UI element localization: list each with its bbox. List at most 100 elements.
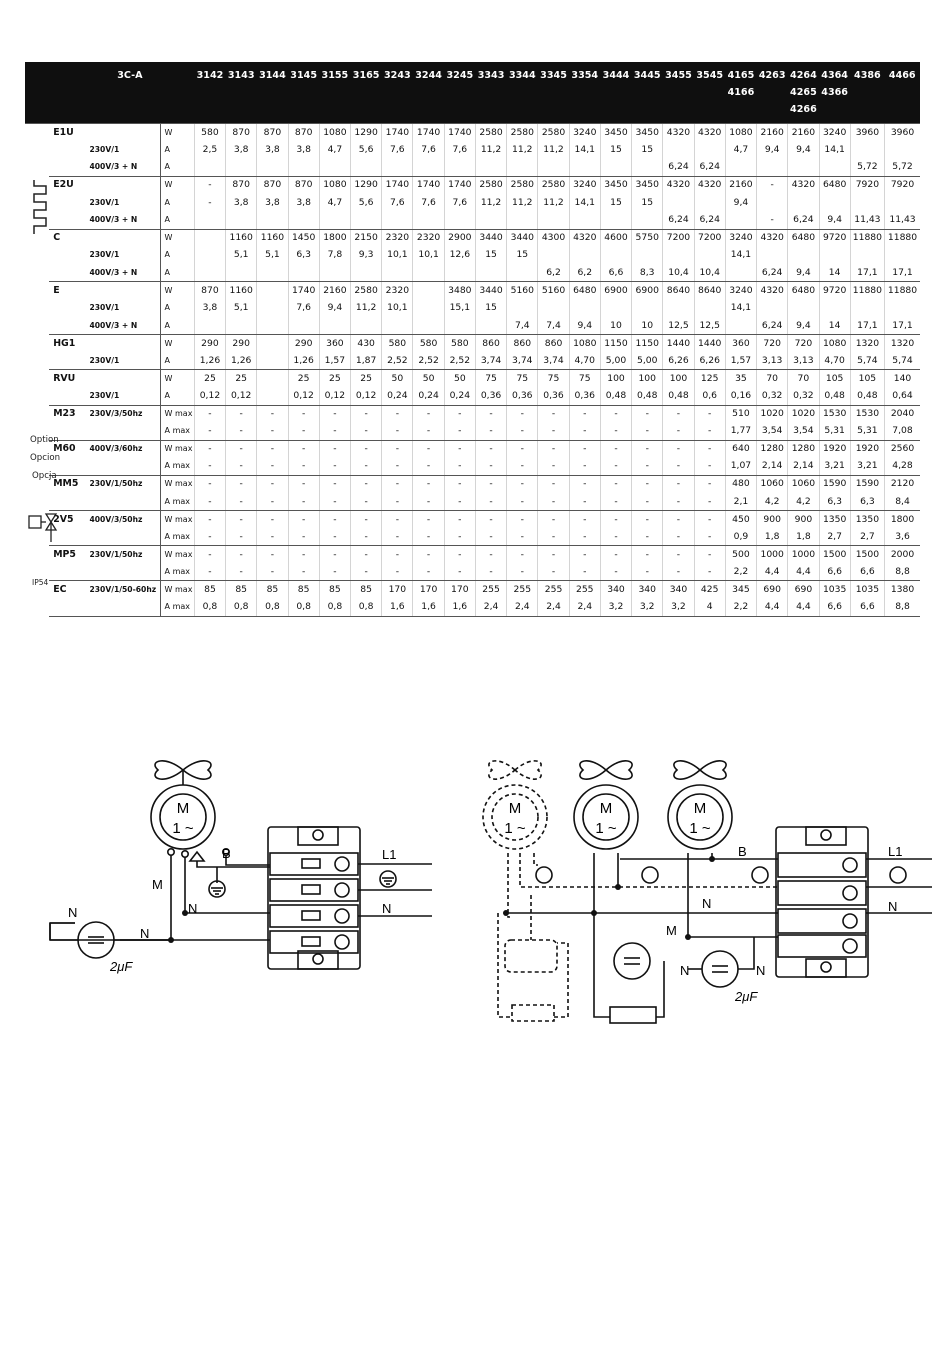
side-cell	[25, 370, 49, 388]
motor3-m-label: M	[694, 800, 707, 817]
right-capacitor-label: 2μF	[734, 989, 758, 1004]
table-cell: 9,4	[818, 211, 851, 230]
table-cell: 9,4	[724, 193, 757, 212]
table-cell: -	[193, 457, 226, 476]
table-cell: -	[412, 563, 445, 582]
table-cell: 4320	[662, 123, 695, 142]
table-cell: -	[349, 545, 382, 564]
side-cell	[25, 247, 49, 265]
table-cell: -	[693, 422, 726, 441]
table-cell: 480	[724, 475, 757, 493]
table-cell: 2160	[787, 123, 820, 142]
table-cell: 3960	[849, 123, 885, 142]
table-cell: -	[193, 545, 226, 564]
table-cell: 6,6	[818, 598, 851, 617]
table-cell: 1,77	[724, 422, 757, 441]
table-cell: 4	[693, 598, 726, 617]
table-cell: -	[568, 510, 601, 529]
table-cell: 1740	[381, 123, 413, 142]
table-cell: 14	[818, 264, 851, 283]
row-unit: A max	[159, 492, 195, 512]
table-cell: -	[349, 422, 382, 441]
table-cell: -	[318, 440, 351, 458]
table-cell: -	[381, 405, 413, 423]
table-cell: 15	[474, 246, 507, 265]
row-unit: A	[159, 193, 195, 212]
table-cell	[256, 299, 289, 318]
table-cell: -	[599, 422, 632, 441]
row-voltage	[85, 282, 160, 300]
table-cell: -	[256, 457, 289, 476]
table-cell: 3,6	[884, 528, 920, 547]
table-cell: 1740	[412, 176, 445, 194]
table-cell: -	[193, 528, 226, 547]
table-cell: -	[568, 475, 601, 493]
table-cell: 870	[256, 176, 289, 194]
table-cell: 0,48	[599, 387, 632, 406]
header-column-line: 4466	[888, 70, 916, 81]
row-unit: A max	[159, 528, 195, 547]
table-cell: -	[693, 492, 726, 512]
table-cell	[474, 317, 507, 336]
table-cell: 1080	[724, 123, 757, 142]
table-cell: -	[568, 528, 601, 547]
table-cell: 50	[412, 369, 445, 388]
row-code: C	[53, 232, 61, 244]
table-cell: 9,4	[787, 317, 820, 336]
table-cell: 1,6	[412, 598, 445, 617]
table-cell: -	[412, 440, 445, 458]
table-cell: 5,6	[349, 141, 382, 159]
side-cell	[25, 264, 49, 282]
table-cell: -	[225, 440, 257, 458]
row-code	[49, 422, 86, 441]
row-voltage	[85, 422, 161, 441]
table-cell: -	[193, 475, 226, 493]
table-cell: 3,13	[756, 352, 788, 371]
table-cell: 8,8	[884, 598, 920, 617]
row-voltage: 400V/3 + N	[85, 264, 161, 283]
table-cell: -	[756, 211, 788, 230]
table-cell: -	[412, 510, 445, 529]
header-column-line: 3142	[196, 70, 224, 81]
motor3-phase-label: 1 ~	[689, 820, 711, 837]
table-cell	[693, 246, 726, 265]
right-label-n-supply: N	[888, 899, 897, 914]
table-cell: -	[568, 457, 601, 476]
table-cell: 2900	[443, 229, 476, 247]
row-voltage	[85, 492, 161, 512]
row-code: E1U	[49, 123, 86, 142]
row-voltage: 230V/1	[89, 303, 120, 313]
table-cell: -	[256, 492, 289, 512]
table-cell: 1020	[787, 405, 820, 423]
table-cell: 10	[631, 317, 663, 336]
table-cell: 6,3	[849, 492, 885, 512]
table-cell: 11,43	[849, 211, 885, 230]
table-cell: -	[287, 440, 320, 458]
table-cell: -	[693, 510, 726, 529]
row-voltage	[85, 335, 160, 353]
table-cell: -	[256, 440, 289, 458]
table-cell: 0,24	[381, 387, 413, 406]
table-cell: 870	[256, 123, 289, 142]
header-column: 3142	[194, 62, 226, 124]
table-cell: 5,6	[349, 193, 382, 212]
table-cell: 17,1	[884, 264, 920, 283]
row-code: RVU	[53, 372, 76, 384]
row-unit: W	[159, 229, 195, 247]
table-cell: 340	[631, 580, 663, 599]
table-cell: 0,8	[318, 598, 351, 617]
table-cell: 0,64	[884, 387, 920, 406]
label-n-low: N	[140, 926, 149, 941]
table-cell: 2,4	[474, 598, 507, 617]
table-cell: 3,13	[787, 352, 820, 371]
table-cell: 11,2	[537, 141, 570, 159]
table-cell: 580	[412, 334, 445, 353]
table-cell: 450	[724, 510, 757, 529]
row-unit: W max	[159, 545, 195, 564]
table-cell: 5,74	[849, 352, 885, 371]
table-cell: 345	[724, 580, 757, 599]
table-cell	[256, 387, 289, 406]
table-cell: 1530	[818, 405, 851, 423]
